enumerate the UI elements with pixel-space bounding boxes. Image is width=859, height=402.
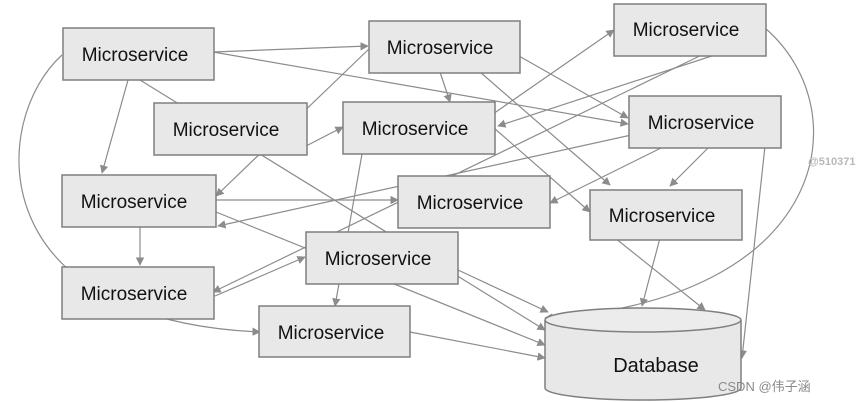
microservice-node: Microservice (368, 20, 521, 74)
edge-curve-right (544, 27, 815, 322)
microservice-label: Microservice (609, 206, 716, 227)
edge-n7-n8 (214, 256, 306, 297)
microservice-label: Microservice (417, 193, 524, 214)
edge-n2-n5 (518, 55, 629, 119)
microservice-label: Microservice (362, 119, 469, 140)
database-top (544, 307, 742, 333)
microservice-node: Microservice (628, 95, 782, 149)
edge-n11-n9 (549, 145, 666, 204)
edge-n4-n9 (493, 127, 591, 213)
microservice-node: Microservice (62, 27, 215, 81)
microservice-node: Microservice (153, 102, 308, 156)
edge-n1-n6 (99, 79, 129, 174)
edge-n2-n4 (439, 71, 452, 103)
microservice-node: Microservice (61, 174, 217, 228)
microservice-boxes: Microservice Microservice Microservice M… (61, 3, 782, 358)
edge-n10-db (639, 237, 661, 307)
watermark-id: @510371 (808, 156, 856, 168)
database-label: Database (613, 355, 699, 377)
microservice-label: Microservice (81, 284, 188, 305)
edge-n5-n12 (212, 49, 713, 293)
microservice-label: Microservice (633, 20, 740, 41)
edge-n1-n5 (212, 51, 629, 127)
microservice-node: Microservice (305, 231, 459, 285)
microservice-node: Microservice (589, 189, 743, 241)
edge-n11-n10 (669, 145, 711, 187)
edge-n5-n11 (497, 49, 731, 128)
edge-n11-db (738, 145, 766, 359)
database: Database (544, 307, 742, 401)
microservice-node: Microservice (342, 101, 496, 155)
database-body (544, 320, 742, 401)
microservice-label: Microservice (278, 323, 385, 344)
microservice-label: Microservice (648, 113, 755, 134)
edge-n3-n4 (305, 126, 344, 147)
microservice-node: Microservice (397, 175, 551, 229)
watermark-csdn: CSDN @伟子涵 (718, 379, 811, 394)
microservice-label: Microservice (387, 38, 494, 59)
microservice-label: Microservice (82, 45, 189, 66)
edge-n1-n2 (212, 42, 369, 53)
microservice-node: Microservice (61, 266, 215, 320)
microservice-label: Microservice (173, 120, 280, 141)
microservice-label: Microservice (81, 192, 188, 213)
edge-n8-db (457, 269, 549, 313)
microservice-label: Microservice (325, 249, 432, 270)
edge-n12-db (409, 331, 546, 361)
edge-n2-n9 (479, 71, 611, 186)
microservice-node: Microservice (613, 3, 767, 57)
microservice-node: Microservice (258, 305, 411, 358)
